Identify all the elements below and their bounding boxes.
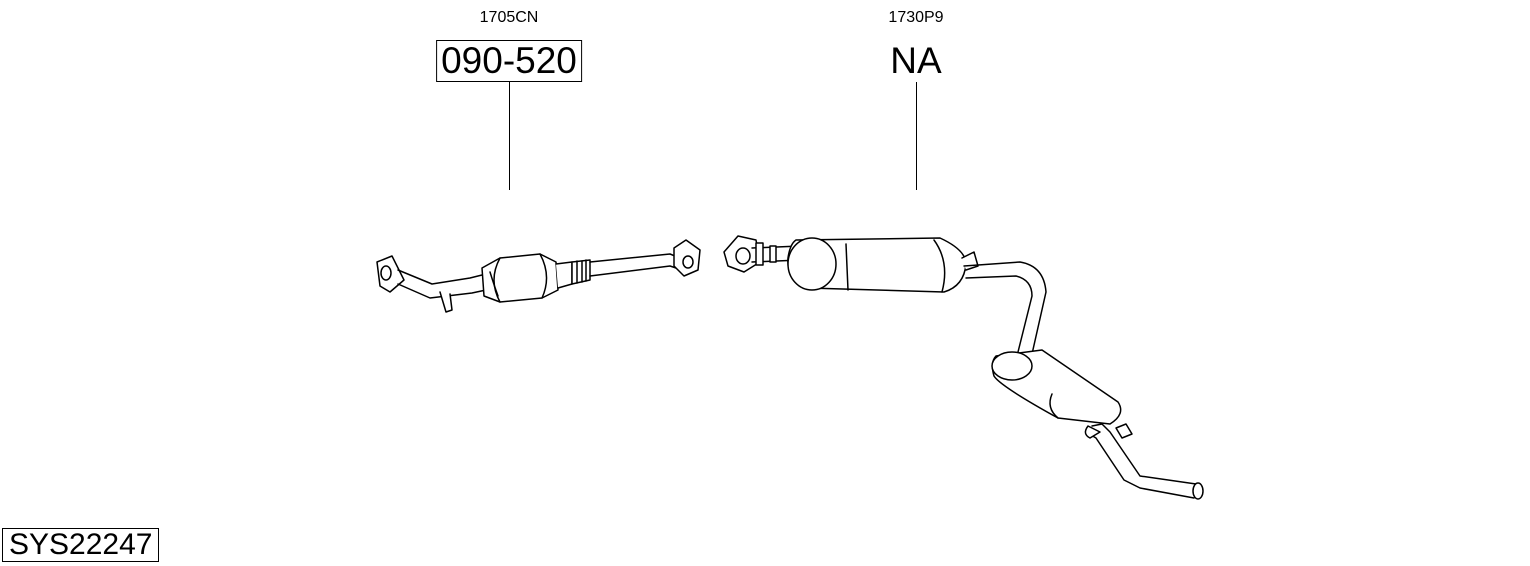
rear-flange-hole xyxy=(682,255,694,269)
rear-silencer-endcap xyxy=(991,351,1033,381)
pipe-bracket xyxy=(439,291,453,313)
leader-line-1 xyxy=(509,82,510,190)
flex-joint xyxy=(571,259,591,285)
part-number-090-520[interactable]: 090-520 xyxy=(436,40,582,82)
middle-silencer-endcap xyxy=(787,237,837,291)
part-ref-1730P9: 1730P9 xyxy=(888,9,944,26)
tailpipe-hanger xyxy=(1115,423,1133,439)
inlet-flange-hole xyxy=(735,247,751,265)
front-flange-hole xyxy=(380,265,392,281)
catalytic-converter-assembly[interactable] xyxy=(376,239,701,313)
part-ref-1705CN: 1705CN xyxy=(479,9,539,26)
part-number-na[interactable]: NA xyxy=(890,40,942,81)
silencer-assembly[interactable] xyxy=(723,235,1204,500)
converter-body xyxy=(481,253,559,303)
leader-line-2 xyxy=(916,82,917,190)
pipe-clamp xyxy=(755,242,764,266)
tailpipe-outlet xyxy=(1192,482,1204,500)
system-id-label: SYS22247 xyxy=(2,528,160,562)
